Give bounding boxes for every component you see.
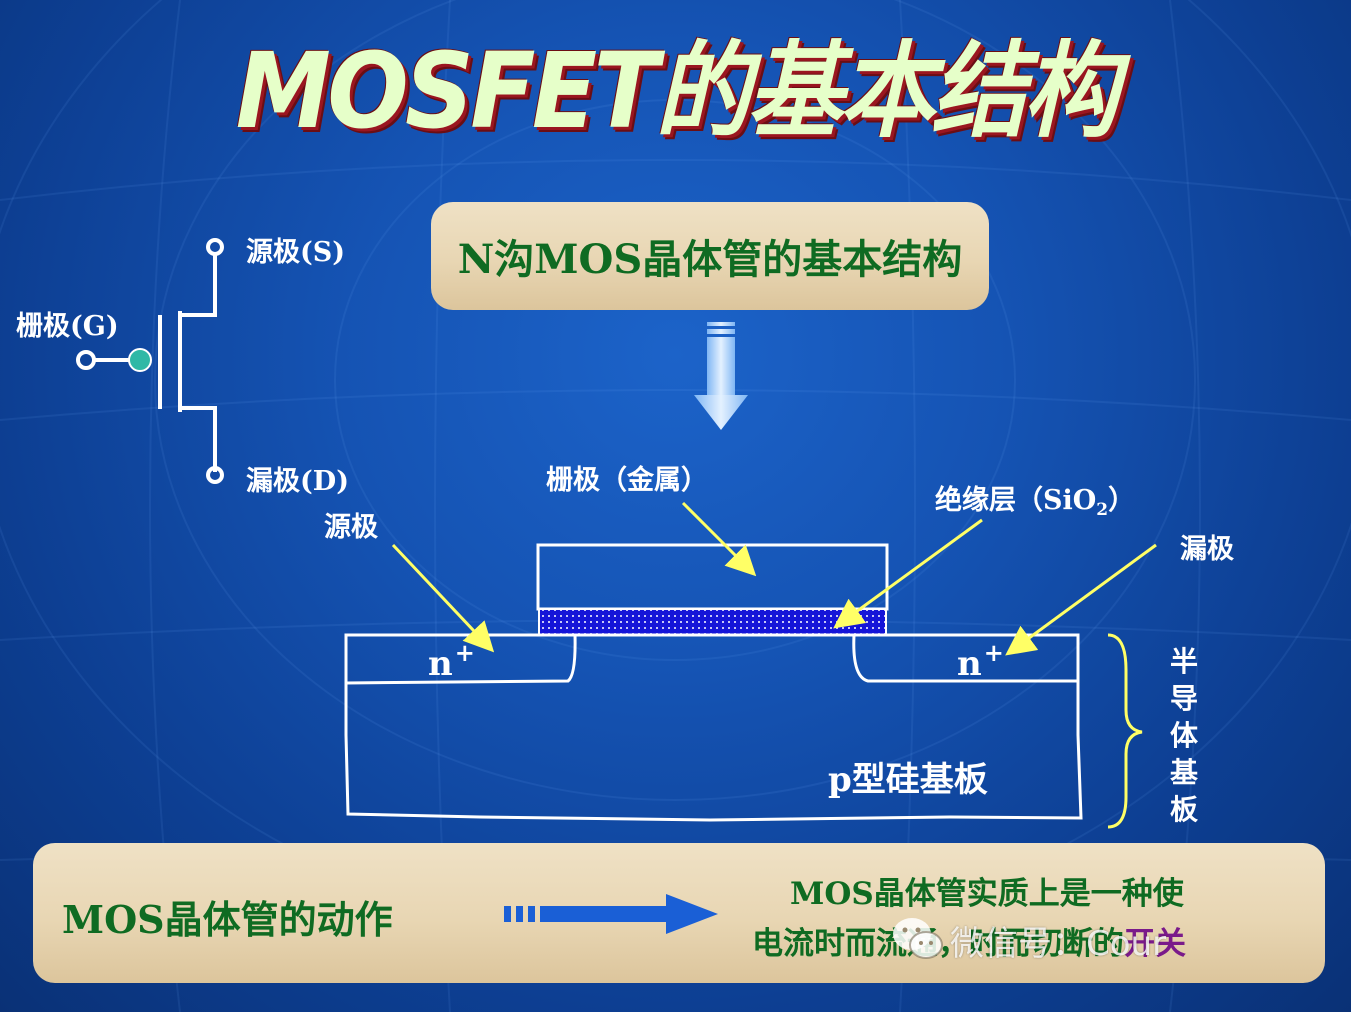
symbol-source-label: 源极(S) — [246, 237, 346, 268]
headline-box: N沟MOS晶体管的基本结构 — [431, 202, 989, 310]
mosfet-symbol — [76, 238, 224, 484]
watermark-text: 微信号：Cour — [950, 924, 1167, 964]
drain-terminal — [206, 466, 224, 484]
substrate-brace — [1107, 633, 1143, 829]
symbol-gate-label: 栅极(G) — [16, 311, 119, 342]
summary-line-1: MOS晶体管实质上是一种使 — [790, 876, 1184, 912]
symbol-drain-label: 漏极(D) — [246, 466, 349, 497]
n-plus-source-label: n+ — [428, 638, 475, 684]
source-label: 源极 — [324, 512, 378, 543]
n-plus-source-region — [345, 634, 577, 685]
insulator-label: 绝缘层（SiO2） — [935, 485, 1136, 520]
n-plus-drain-region — [852, 634, 1078, 683]
right-arrow-icon — [504, 894, 718, 934]
n-plus-drain-label: n+ — [957, 638, 1004, 684]
pointer-source — [391, 543, 495, 653]
gate-node-dot — [128, 348, 152, 372]
oxide-layer — [538, 608, 887, 636]
drain-label: 漏极 — [1180, 534, 1234, 565]
pointer-oxide — [833, 518, 983, 629]
wechat-icon — [893, 918, 943, 959]
pointer-gate — [681, 501, 757, 577]
page-title: MOSFET的基本结构 — [235, 30, 1119, 152]
headline-text: N沟MOS晶体管的基本结构 — [457, 236, 963, 283]
action-label: MOS晶体管的动作 — [62, 897, 393, 942]
substrate-label: p型硅基板 — [828, 760, 988, 800]
switch-highlight: 开关 — [1124, 926, 1186, 962]
down-arrow-icon — [694, 322, 748, 430]
gate-metal-label: 栅极（金属） — [546, 465, 708, 496]
cross-section-diagram — [344, 543, 1143, 829]
semiconductor-label: 半导体基板 — [1169, 645, 1198, 826]
pointer-drain — [1005, 543, 1157, 656]
substrate-outline — [344, 633, 1083, 822]
